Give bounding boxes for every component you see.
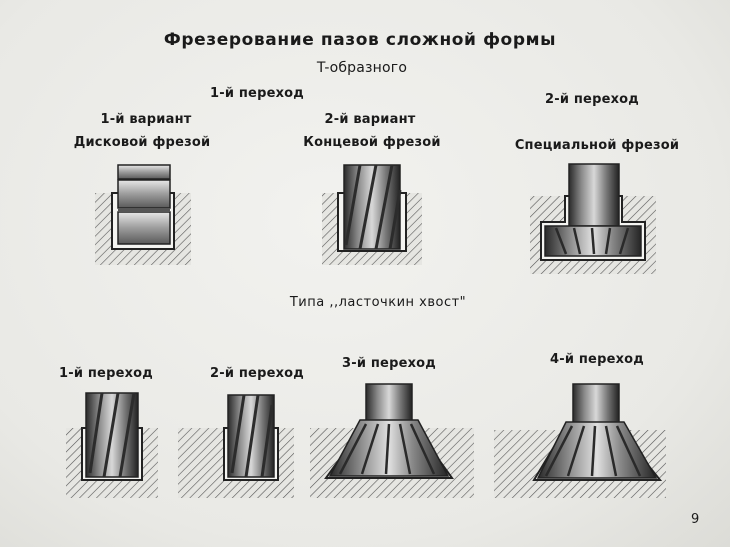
- t-step1-header: 1-й переход: [209, 86, 305, 101]
- variant2-label: 2-й вариант: [324, 112, 416, 127]
- dovetail-step2-label: 2-й переход: [209, 366, 305, 381]
- page-number: 9: [691, 512, 700, 527]
- dovetail-step4-figure: [494, 383, 666, 498]
- variant1-label: 1-й вариант: [100, 112, 192, 127]
- dovetail-section-subtitle: Типа ,,ласточкин хвост": [289, 295, 467, 310]
- t-step2-header: 2-й переход: [544, 92, 640, 107]
- page-title: Фрезерование пазов сложной формы: [163, 30, 557, 50]
- t-slot-variant2-figure: [322, 164, 422, 265]
- dovetail-step2-figure: [178, 394, 294, 498]
- dovetail-step4-label: 4-й переход: [549, 352, 645, 367]
- t-slot-variant1-figure: [95, 164, 191, 265]
- dovetail-step3-figure: [310, 383, 474, 498]
- variant2-tool: Концевой фрезой: [303, 135, 441, 150]
- dovetail-step3-label: 3-й переход: [341, 356, 437, 371]
- dovetail-step1-label: 1-й переход: [58, 366, 154, 381]
- t-section-subtitle: T-образного: [316, 60, 408, 76]
- variant1-tool: Дисковой фрезой: [73, 135, 211, 150]
- dovetail-step1-figure: [66, 392, 158, 498]
- special-tool-label: Специальной фрезой: [514, 138, 680, 153]
- t-slot-special-figure: [530, 163, 656, 274]
